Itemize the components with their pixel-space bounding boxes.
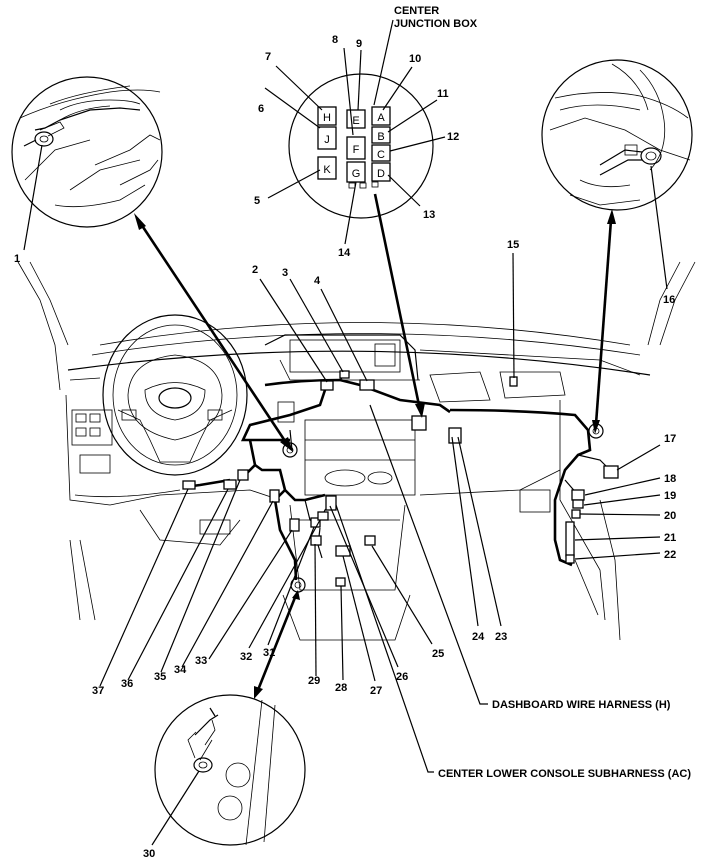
fuse-label-G: G <box>352 168 361 180</box>
fuse-G: G <box>346 161 366 183</box>
callout-20: 20 <box>664 510 676 522</box>
fuse-J: J <box>317 126 337 150</box>
callout-9: 9 <box>356 38 362 50</box>
detail-circle-upper-right <box>541 59 693 211</box>
callout-13: 13 <box>423 209 435 221</box>
callout-28: 28 <box>335 682 347 694</box>
connectors <box>182 370 619 593</box>
fuse-K: K <box>317 156 337 180</box>
fuse-D: D <box>371 162 391 182</box>
callout-12: 12 <box>447 131 459 143</box>
fuse-label-J: J <box>324 134 330 146</box>
callout-15: 15 <box>507 239 519 251</box>
connector-21 <box>565 521 575 557</box>
fuse-B: B <box>371 126 391 144</box>
callout-25: 25 <box>432 648 444 660</box>
connector-center-junction-box <box>411 415 427 431</box>
connector-4 <box>359 379 375 391</box>
leader-lines <box>23 47 668 846</box>
connector-32 <box>317 511 329 521</box>
callout-21: 21 <box>664 532 676 544</box>
callout-32: 32 <box>240 651 252 663</box>
connector-28 <box>335 577 346 587</box>
fuse-label-C: C <box>377 149 385 161</box>
detail-circle-lower <box>154 694 306 846</box>
connector-29 <box>310 535 322 546</box>
callout-29: 29 <box>308 675 320 687</box>
callout-17: 17 <box>664 433 676 445</box>
connector-3 <box>339 370 350 379</box>
callout-37: 37 <box>92 685 104 697</box>
fuse-F: F <box>346 136 366 160</box>
connector-18 <box>571 489 585 501</box>
callout-30: 30 <box>143 848 155 860</box>
fuse-E: E <box>346 109 366 129</box>
callout-1: 1 <box>14 253 20 265</box>
callout-31: 31 <box>263 647 275 659</box>
caption-center-line2: JUNCTION BOX <box>394 18 478 30</box>
callout-8: 8 <box>332 34 338 46</box>
fuse-H: H <box>317 106 337 126</box>
callout-14: 14 <box>338 247 351 259</box>
connector-36 <box>223 479 237 490</box>
steering-wheel <box>102 314 248 476</box>
callout-3: 3 <box>282 267 288 279</box>
callout-4: 4 <box>314 275 321 287</box>
detail-circle-upper-left <box>11 76 163 228</box>
connector-34 <box>269 489 280 503</box>
fuse-label-F: F <box>353 144 360 156</box>
fuse-label-D: D <box>377 168 385 180</box>
callout-16: 16 <box>663 294 675 306</box>
connector-22 <box>565 554 575 564</box>
fuse-label-B: B <box>377 131 384 143</box>
callout-24: 24 <box>472 631 485 643</box>
callout-35: 35 <box>154 671 166 683</box>
connector-26 <box>325 495 337 511</box>
fuse-C: C <box>371 144 391 162</box>
callout-33: 33 <box>195 655 207 667</box>
callout-34: 34 <box>174 664 187 676</box>
callout-7: 7 <box>265 51 271 63</box>
caption-center-line1: CENTER <box>394 5 439 17</box>
callout-10: 10 <box>409 53 421 65</box>
callout-26: 26 <box>396 671 408 683</box>
junction-box-detail-circle <box>288 73 434 219</box>
connector-25 <box>364 535 376 546</box>
caption-dashboard-wire-harness: DASHBOARD WIRE HARNESS (H) <box>492 699 671 711</box>
dashboard-illustration <box>17 261 696 641</box>
connector-35 <box>237 469 249 481</box>
fuse-label-K: K <box>323 164 331 176</box>
callout-19: 19 <box>664 490 676 502</box>
callout-27: 27 <box>370 685 382 697</box>
fuse-label-H: H <box>323 112 331 124</box>
callout-11: 11 <box>437 88 449 100</box>
callout-36: 36 <box>121 678 133 690</box>
callout-2: 2 <box>252 264 258 276</box>
center-junction-box-detail: H E A J F B C K G D <box>288 73 434 219</box>
callout-6: 6 <box>258 103 264 115</box>
connector-33 <box>289 518 300 532</box>
connector-15 <box>509 376 518 387</box>
callout-23: 23 <box>495 631 507 643</box>
connector-20 <box>571 509 581 519</box>
fuse-label-E: E <box>352 115 359 127</box>
connector-2 <box>320 380 334 391</box>
connector-37 <box>182 480 196 490</box>
callout-18: 18 <box>664 473 676 485</box>
connector-19 <box>572 499 584 509</box>
fuse-A: A <box>371 106 391 126</box>
callout-numbers: 1 2 3 4 5 6 7 8 9 10 11 12 13 14 15 16 1… <box>14 34 676 860</box>
fuse-label-A: A <box>377 112 385 124</box>
callout-22: 22 <box>664 549 676 561</box>
caption-center-lower-console-subharness: CENTER LOWER CONSOLE SUBHARNESS (AC) <box>438 768 691 780</box>
detail-arrows <box>134 193 616 699</box>
callout-5: 5 <box>254 195 260 207</box>
connector-17 <box>603 465 619 479</box>
dashboard-wire-harness-lines <box>184 374 613 581</box>
